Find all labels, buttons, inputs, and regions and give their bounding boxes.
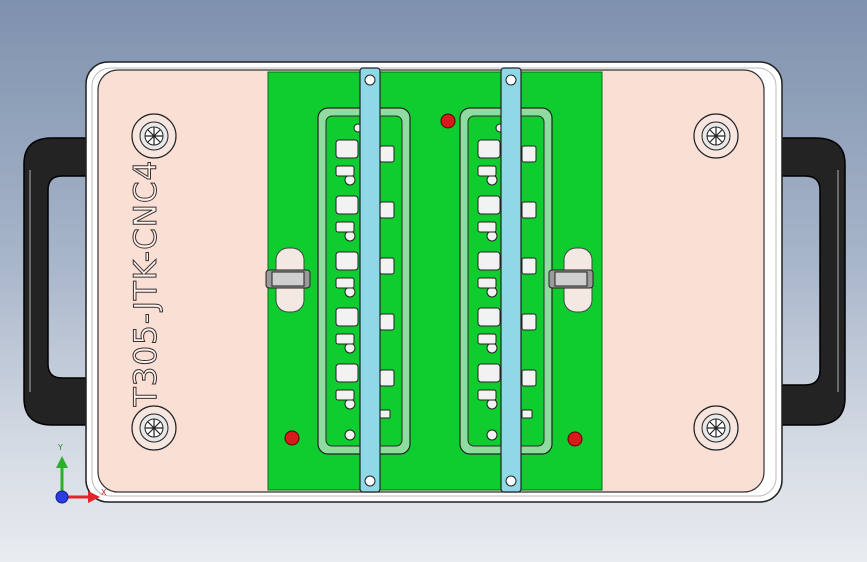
corner-bolts — [131, 113, 739, 451]
left-clamp-bar — [359, 67, 381, 493]
locating-pins — [284, 113, 583, 447]
right-side-clamp — [548, 247, 594, 313]
right-cavities — [477, 123, 537, 441]
y-axis-label: Y — [58, 443, 63, 452]
right-clamp-bar — [500, 67, 522, 493]
left-side-clamp — [265, 247, 311, 313]
part-number-engraving: T305-JTK-CNC4 — [128, 159, 165, 407]
left-cavities — [335, 123, 395, 441]
x-axis-label: X — [101, 488, 107, 497]
axis-triad — [55, 456, 100, 504]
